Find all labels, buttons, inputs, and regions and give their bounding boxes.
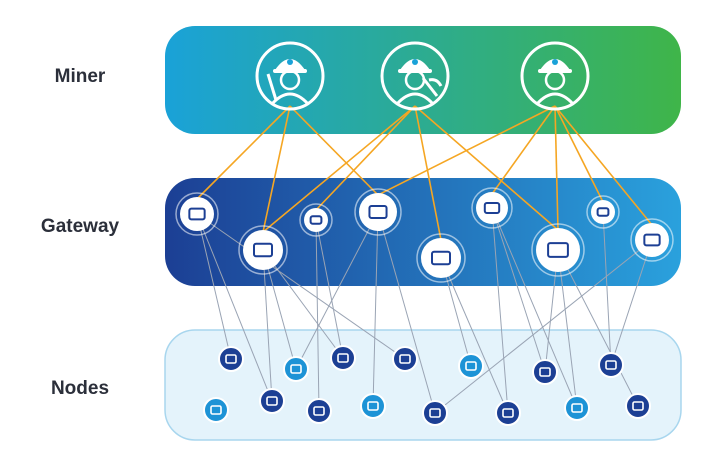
radio-device-icon	[218, 346, 244, 372]
camera-icon	[203, 397, 229, 423]
television-icon	[330, 345, 356, 371]
thermometer-icon	[625, 393, 651, 419]
chip-icon	[586, 195, 620, 229]
miner-gateway-link	[262, 105, 416, 233]
gateway-node-link	[557, 249, 639, 407]
node-icons	[203, 345, 651, 426]
network-switch-icon	[238, 225, 288, 275]
door-lock-icon	[495, 400, 521, 426]
miner-with-helmet-icon	[520, 41, 590, 111]
lightbulb-icon	[259, 388, 285, 414]
network-hub-icon	[471, 187, 513, 229]
refrigerator-icon	[283, 356, 309, 382]
miner-with-shovel-icon	[255, 41, 325, 111]
gateway-node-link	[196, 213, 406, 360]
gateway-node-link	[196, 213, 273, 402]
gateway-node-link	[610, 239, 653, 366]
smartwatch-icon	[360, 393, 386, 419]
security-camera-icon	[598, 352, 624, 378]
gateway-icons	[175, 187, 674, 283]
miner-connection-lines	[196, 105, 653, 241]
gateway-node-link	[315, 219, 320, 412]
gateway-node-link	[491, 207, 509, 414]
miner-gateway-link	[196, 105, 291, 200]
miner-gateway-link	[414, 105, 442, 241]
miner-with-pickaxe-icon	[380, 41, 450, 111]
printer-icon	[392, 346, 418, 372]
gateway-node-link	[315, 219, 344, 359]
tablet-sensor-icon	[532, 359, 558, 385]
miner-gateway-link	[262, 105, 291, 233]
desktop-monitor-icon	[531, 223, 585, 277]
gateway-node-link	[262, 249, 273, 402]
sim-card-icon	[299, 203, 333, 237]
miner-gateway-link	[315, 105, 416, 211]
gateway-node-link	[372, 211, 379, 407]
miner-gateway-link	[491, 105, 556, 195]
gateway-node-link	[262, 249, 297, 370]
miner-gateway-link	[554, 105, 653, 226]
gateway-node-link	[602, 211, 612, 366]
miner-gateway-link	[554, 105, 559, 231]
power-socket-icon	[306, 398, 332, 424]
gateway-layer-label: Gateway	[40, 216, 120, 237]
gateway-node-link	[377, 211, 436, 414]
gateway-node-link	[491, 207, 546, 373]
node-connection-lines	[196, 207, 653, 414]
gateway-node-link	[196, 213, 232, 360]
gateway-node-link	[440, 257, 509, 414]
miner-layer-label: Miner	[54, 66, 106, 87]
pen-icon	[564, 395, 590, 421]
nodes-band	[164, 329, 682, 441]
tablet-icon	[630, 218, 674, 262]
miner-gateway-link	[377, 105, 556, 196]
miner-gateway-link	[554, 105, 604, 203]
air-conditioner-icon	[422, 400, 448, 426]
miner-gateway-link	[289, 105, 379, 196]
router-device-icon	[458, 353, 484, 379]
gateway-node-link	[491, 207, 578, 409]
miner-gateway-link	[414, 105, 559, 231]
gateway-node-link	[434, 239, 653, 414]
wifi-router-icon	[175, 192, 219, 236]
smartphone-icon	[416, 233, 466, 283]
gateway-node-link	[262, 249, 344, 359]
gateway-node-link	[295, 211, 379, 370]
laptop-icon	[354, 188, 402, 236]
miner-icons	[255, 41, 590, 111]
nodes-layer-label: Nodes	[50, 378, 110, 399]
